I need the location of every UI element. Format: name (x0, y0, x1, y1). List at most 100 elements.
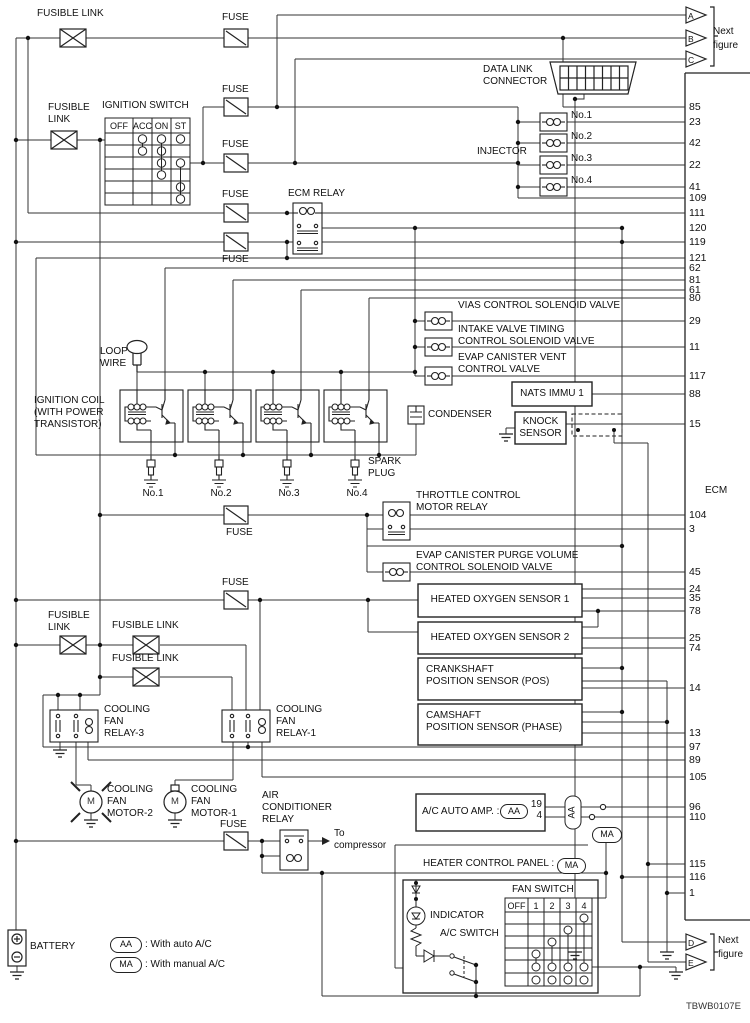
injector-symbols (539, 112, 568, 197)
evap-vent-label-line1: EVAP CANISTER VENT (458, 352, 567, 363)
connector-e-label: E (688, 958, 694, 968)
ecm-pin-number: 109 (689, 192, 707, 204)
ecm-connector-frame (684, 72, 750, 921)
vias-valve-label: VIAS CONTROL SOLENOID VALVE (458, 300, 621, 311)
ecm-pin-number: 116 (689, 871, 706, 883)
fuse-label-7: FUSE (222, 577, 249, 588)
ignition-switch-col-acc: ACC (133, 121, 153, 131)
ma-inline-connector-tag: MA (592, 827, 622, 843)
ac-auto-amp-label: A/C AUTO AMP. : (422, 806, 500, 817)
cylinder-no2-label: No.2 (210, 488, 232, 499)
cooling-relay1-label-line3: RELAY-1 (276, 728, 317, 739)
fan-switch-table (504, 897, 593, 987)
fan-switch-col-3: 3 (565, 901, 571, 911)
fusible-link-mid2-label: FUSIBLE LINK (112, 620, 179, 631)
ignition-switch-table (104, 117, 191, 206)
next-figure-bottom-line2: figure (718, 949, 744, 960)
to-compressor-label-line2: compressor (334, 840, 387, 851)
fan-switch-col-1: 1 (533, 901, 539, 911)
ecm-pin-number: 80 (689, 292, 701, 304)
ho2s2-label: HEATED OXYGEN SENSOR 2 (430, 632, 570, 643)
cylinder-no3-label: No.3 (278, 488, 300, 499)
data-link-label-line2: CONNECTOR (483, 76, 548, 87)
cooling-motor1-label-line2: FAN (191, 796, 211, 807)
throttle-relay-label-line1: THROTTLE CONTROL (416, 490, 521, 501)
legend-aa-text: : With auto A/C (145, 939, 212, 950)
ecm-pin-number: 96 (689, 801, 701, 813)
ecm-pin-number: 97 (689, 741, 701, 753)
ecm-relay-symbol (292, 202, 323, 255)
ecm-pin-number: 110 (689, 811, 706, 823)
injector-label: INJECTOR (477, 146, 527, 157)
ecm-pin-number: 111 (689, 207, 705, 219)
fuse-label-8: FUSE (220, 819, 247, 830)
nats-immu-label: NATS IMMU 1 (520, 388, 584, 399)
ignition-coil-label-line1: IGNITION COIL (34, 395, 105, 406)
ac-relay-label-line1: AIR (262, 790, 279, 801)
ecm-pin-number: 22 (689, 159, 701, 171)
data-link-label-line1: DATA LINK (483, 64, 533, 75)
ignition-coil-symbols (119, 389, 388, 443)
cooling-relay3-label-line1: COOLING (104, 704, 151, 715)
connector-b-label: B (688, 34, 694, 44)
cooling-motor2-label-line3: MOTOR-2 (107, 808, 153, 819)
cooling-motor2-label-line2: FAN (107, 796, 127, 807)
connector-d-label: D (688, 938, 695, 948)
battery-label: BATTERY (30, 941, 76, 952)
ecm-pin-number: 24 (689, 583, 701, 595)
ecm-pin-number: 89 (689, 754, 701, 766)
ecm-pin-number: 41 (689, 181, 701, 193)
connector-a-label: A (688, 11, 694, 21)
ecm-relay-label: ECM RELAY (288, 188, 346, 199)
crank-sensor-label-line2: POSITION SENSOR (POS) (426, 676, 550, 687)
ecm-pin-number: 29 (689, 315, 701, 327)
ecm-pin-number: 25 (689, 632, 701, 644)
ecm-pin-number: 104 (689, 509, 707, 521)
knock-sensor-label-line2: SENSOR (519, 428, 562, 439)
ignition-switch-col-st: ST (174, 121, 187, 131)
next-figure-top-line2: figure (713, 40, 739, 51)
loop-wire-label-line2: WIRE (100, 358, 127, 369)
fuse-label-3: FUSE (222, 139, 249, 150)
ecm-pin-number: 62 (689, 262, 701, 274)
ecm-pin-number: 78 (689, 605, 701, 617)
cooling-relay3-label-line3: RELAY-3 (104, 728, 145, 739)
ac-switch-label: A/C SWITCH (440, 928, 499, 939)
amp-pin-19: 19 (530, 799, 542, 810)
condenser-symbol (407, 405, 425, 425)
ecm-label: ECM (705, 485, 728, 496)
legend-aa-tag: AA (110, 937, 142, 953)
loop-wire-symbol (126, 339, 148, 372)
fuse-label-1: FUSE (222, 12, 249, 23)
ac-relay-label-line3: RELAY (262, 814, 295, 825)
ma-tag-heater-title: MA (557, 858, 586, 874)
purge-valve-label-line2: CONTROL SOLENOID VALVE (416, 562, 553, 573)
amp-pin-4: 4 (536, 810, 542, 821)
ecm-pin-number: 85 (689, 101, 701, 113)
loop-wire-label-line1: LOOP (100, 346, 128, 357)
ecm-pin-number: 23 (689, 116, 701, 128)
fusible-link-mid-line1: FUSIBLE (48, 610, 90, 621)
ecm-pin-number: 88 (689, 388, 701, 400)
ecm-pin-number: 3 (689, 523, 695, 535)
knock-sensor-label-line1: KNOCK (522, 416, 559, 427)
legend-ma-text: : With manual A/C (145, 959, 226, 970)
next-figure-top-line1: Next (713, 26, 734, 37)
solenoid-valve-symbols (382, 311, 453, 582)
ignition-switch-title: IGNITION SWITCH (102, 100, 189, 111)
purge-valve-label-line1: EVAP CANISTER PURGE VOLUME (416, 550, 579, 561)
data-link-connector-symbol (549, 61, 637, 95)
ecm-pin-number: 35 (689, 592, 701, 604)
fuse-label-2: FUSE (222, 84, 249, 95)
motor1-m-letter: M (171, 796, 179, 807)
cooling-relay1-label-line2: FAN (276, 716, 296, 727)
cylinder-no1-label: No.1 (142, 488, 164, 499)
ecm-pin-number: 13 (689, 727, 701, 739)
spark-plug-symbols (143, 455, 363, 488)
fan-switch-col-4: 4 (581, 901, 587, 911)
knock-sensor-shield (571, 413, 623, 437)
wires-main (15, 14, 686, 997)
injector-no3-label: No.3 (571, 153, 593, 164)
fan-switch-col-off: OFF (507, 901, 526, 911)
